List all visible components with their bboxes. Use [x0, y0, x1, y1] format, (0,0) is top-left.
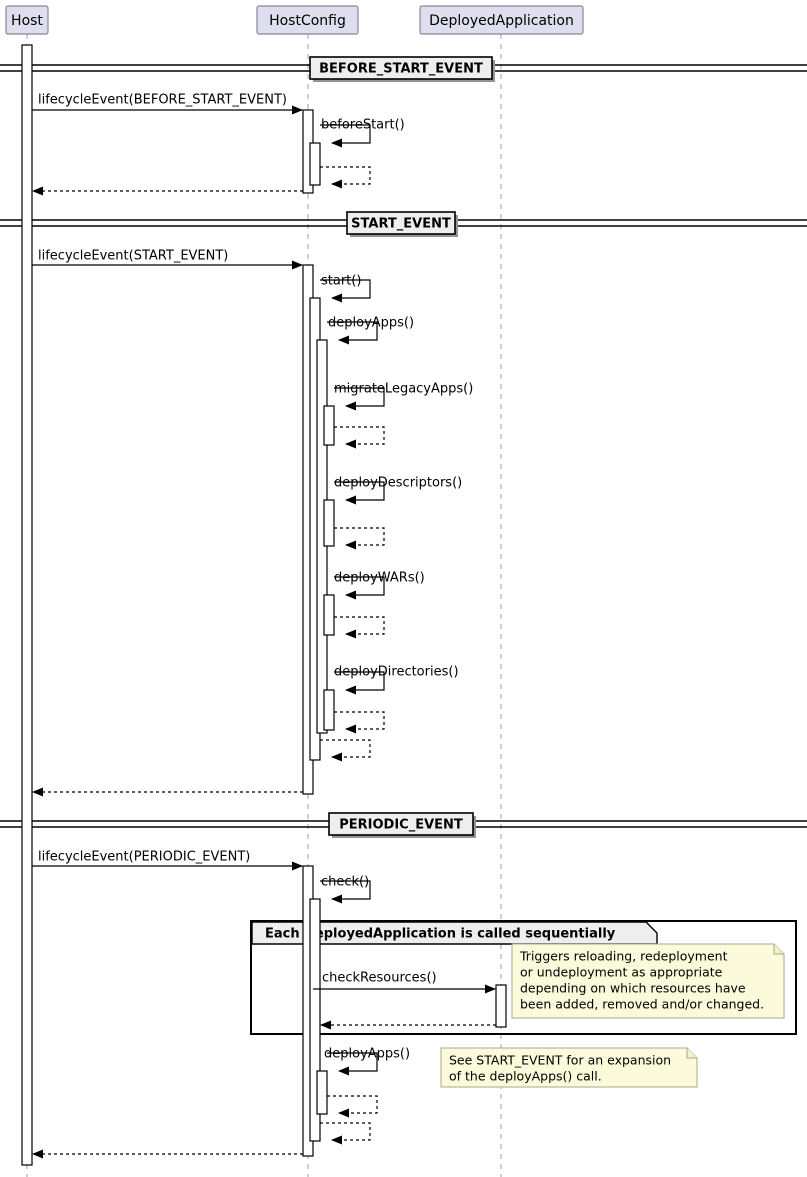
participant-box-host[interactable] [5, 5, 49, 35]
message-label-m18: lifecycleEvent(PERIODIC_EVENT) [38, 850, 250, 865]
activation-bar-a-cfg-pe-3 [316, 1070, 328, 1115]
message-label-m2: beforeStart() [321, 118, 405, 133]
message-label-m22: deployApps() [324, 1047, 410, 1062]
participant-group: Host HostConfig DeployedApplication [5, 5, 584, 35]
message-self-return-m11 [334, 527, 385, 550]
message-self-m14 [334, 671, 385, 695]
activation-bars [21, 44, 507, 1166]
message-label-m8: migrateLegacyApps() [334, 382, 473, 397]
activation-bar-a-cfg-pe-2 [309, 898, 321, 1142]
divider-box-before-start [309, 56, 493, 80]
note-line-note-deploy-apps-1: of the deployApps() call. [449, 1069, 602, 1084]
divider-group: BEFORE_START_EVENT START_EVENT PERIODIC_EV… [0, 56, 807, 838]
activation-bar-a-host-main [21, 44, 33, 1166]
activation-bar-a-cfg-st-6 [323, 594, 335, 636]
note-line-note-deploy-apps-0: See START_EVENT for an expansion [449, 1053, 671, 1068]
message-label-m7: deployApps() [328, 316, 414, 331]
message-self-return-m9 [334, 426, 385, 449]
message-self-return-m13 [334, 616, 385, 639]
divider-box-start [346, 211, 456, 235]
note-fold-note-deploy-apps [686, 1048, 697, 1059]
message-self-return-m3 [320, 166, 371, 189]
message-self-m7 [327, 321, 378, 345]
message-label-m19: check() [321, 875, 369, 890]
divider-label-before-start: BEFORE_START_EVENT [319, 62, 483, 77]
group-header-each-deployed-app [251, 921, 658, 945]
message-self-m10 [334, 481, 385, 505]
participant-box-deploy[interactable] [419, 5, 584, 35]
activation-bar-a-cfg-st-7 [323, 689, 335, 731]
activation-bar-a-cfg-bs-2 [309, 142, 321, 186]
divider-label-start: START_EVENT [351, 217, 451, 232]
message-self-return-m23 [327, 1095, 378, 1118]
participant-box-config[interactable] [256, 5, 359, 35]
message-label-m12: deployWARs() [334, 571, 425, 586]
note-body-note-check-resources [511, 943, 785, 1019]
note-line-note-check-resources-3: been added, removed and/or changed. [520, 997, 764, 1012]
activation-bar-a-cfg-st-4 [323, 405, 335, 446]
message-label-m10: deployDescriptors() [334, 476, 462, 491]
message-self-return-m15 [334, 711, 385, 734]
note-line-note-check-resources-1: or undeployment as appropriate [520, 965, 723, 980]
message-label-m5: lifecycleEvent(START_EVENT) [38, 249, 228, 264]
note-line-note-check-resources-2: depending on which resources have [520, 981, 746, 996]
note-fold-note-check-resources [773, 944, 784, 955]
message-self-return-m24 [320, 1122, 371, 1145]
participant-label-deploy: DeployedApplication [429, 13, 574, 29]
message-self-m12 [334, 576, 385, 600]
lifeline-group [26, 34, 502, 1177]
note-line-note-check-resources-0: Triggers reloading, redeployment [519, 949, 728, 964]
message-self-m2 [320, 124, 371, 148]
message-label-m20: checkResources() [322, 971, 437, 986]
message-label-m1: lifecycleEvent(BEFORE_START_EVENT) [38, 93, 287, 108]
participant-label-host: Host [11, 13, 43, 29]
message-self-m6 [320, 279, 371, 303]
group-label-each-deployed-app: Each DeployedApplication is called seque… [265, 927, 616, 942]
message-label-m6: start() [321, 274, 361, 289]
divider-label-periodic: PERIODIC_EVENT [339, 818, 463, 833]
activation-bar-a-dep-1 [495, 984, 507, 1028]
activation-bar-a-cfg-st-5 [323, 499, 335, 547]
message-self-return-m16 [320, 739, 371, 762]
divider-box-periodic [328, 812, 474, 836]
message-group: lifecycleEvent(BEFORE_START_EVENT)before… [32, 93, 496, 1159]
message-self-m22 [327, 1052, 378, 1076]
message-self-m19 [320, 880, 371, 904]
message-self-m8 [334, 387, 385, 411]
message-label-m14: deployDirectories() [334, 665, 459, 680]
group-frames: Each DeployedApplication is called seque… [250, 920, 797, 1035]
group-frame-each-deployed-app [250, 920, 797, 1035]
participant-label-config: HostConfig [269, 13, 346, 29]
note-body-note-deploy-apps [440, 1047, 698, 1088]
